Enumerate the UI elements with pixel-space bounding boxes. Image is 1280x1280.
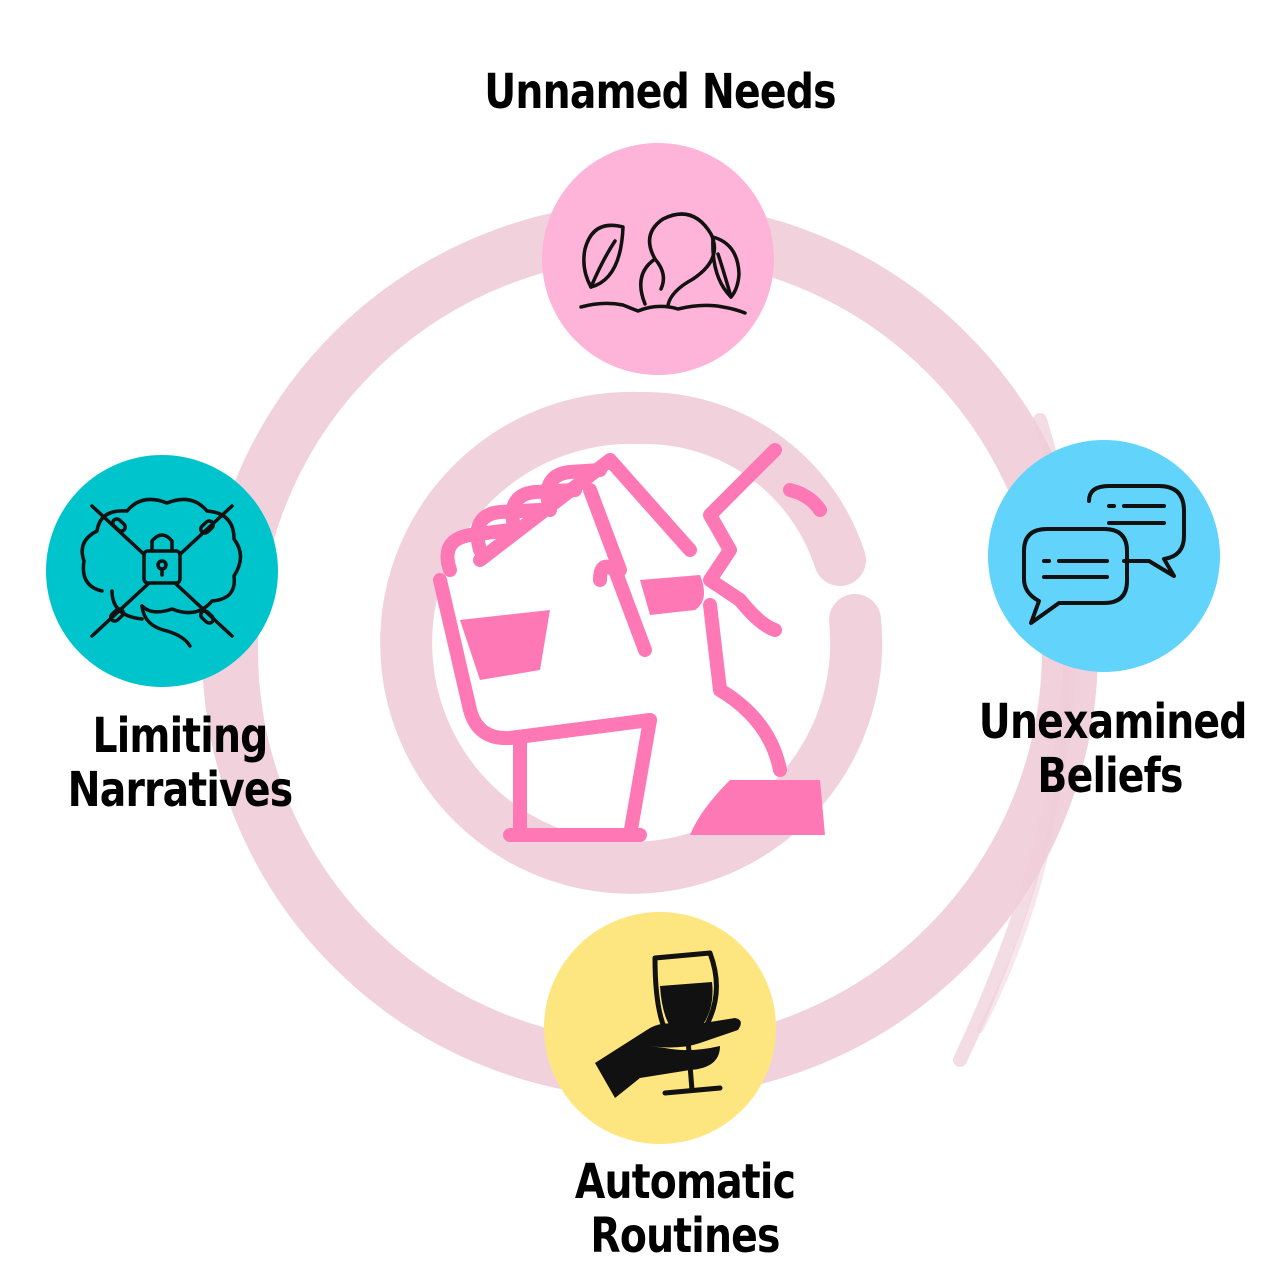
node-narratives-circle — [46, 455, 278, 687]
node-narratives-label-line2: Narratives — [67, 761, 294, 818]
node-beliefs-circle — [988, 440, 1220, 672]
node-beliefs-label-line1: Unexamined — [978, 694, 1248, 750]
node-needs-circle — [542, 143, 774, 375]
node-routines-circle — [544, 912, 776, 1144]
chat-bubbles-icon — [1022, 484, 1186, 625]
node-routines-label: Automatic Routines — [574, 1154, 796, 1264]
chained-locked-brain-icon — [80, 497, 243, 648]
hand-drinking-glass-icon — [433, 443, 827, 842]
hand-holding-wine-glass-icon — [595, 950, 741, 1098]
node-beliefs-label: Unexamined Beliefs — [978, 694, 1248, 804]
node-narratives-label: Limiting Narratives — [57, 708, 303, 818]
node-beliefs-label-line2: Beliefs — [1037, 747, 1183, 804]
node-narratives-label-line1: Limiting — [92, 708, 268, 764]
sprouting-seed-icon — [579, 212, 747, 315]
node-needs-label: Unnamed Needs — [484, 64, 836, 120]
